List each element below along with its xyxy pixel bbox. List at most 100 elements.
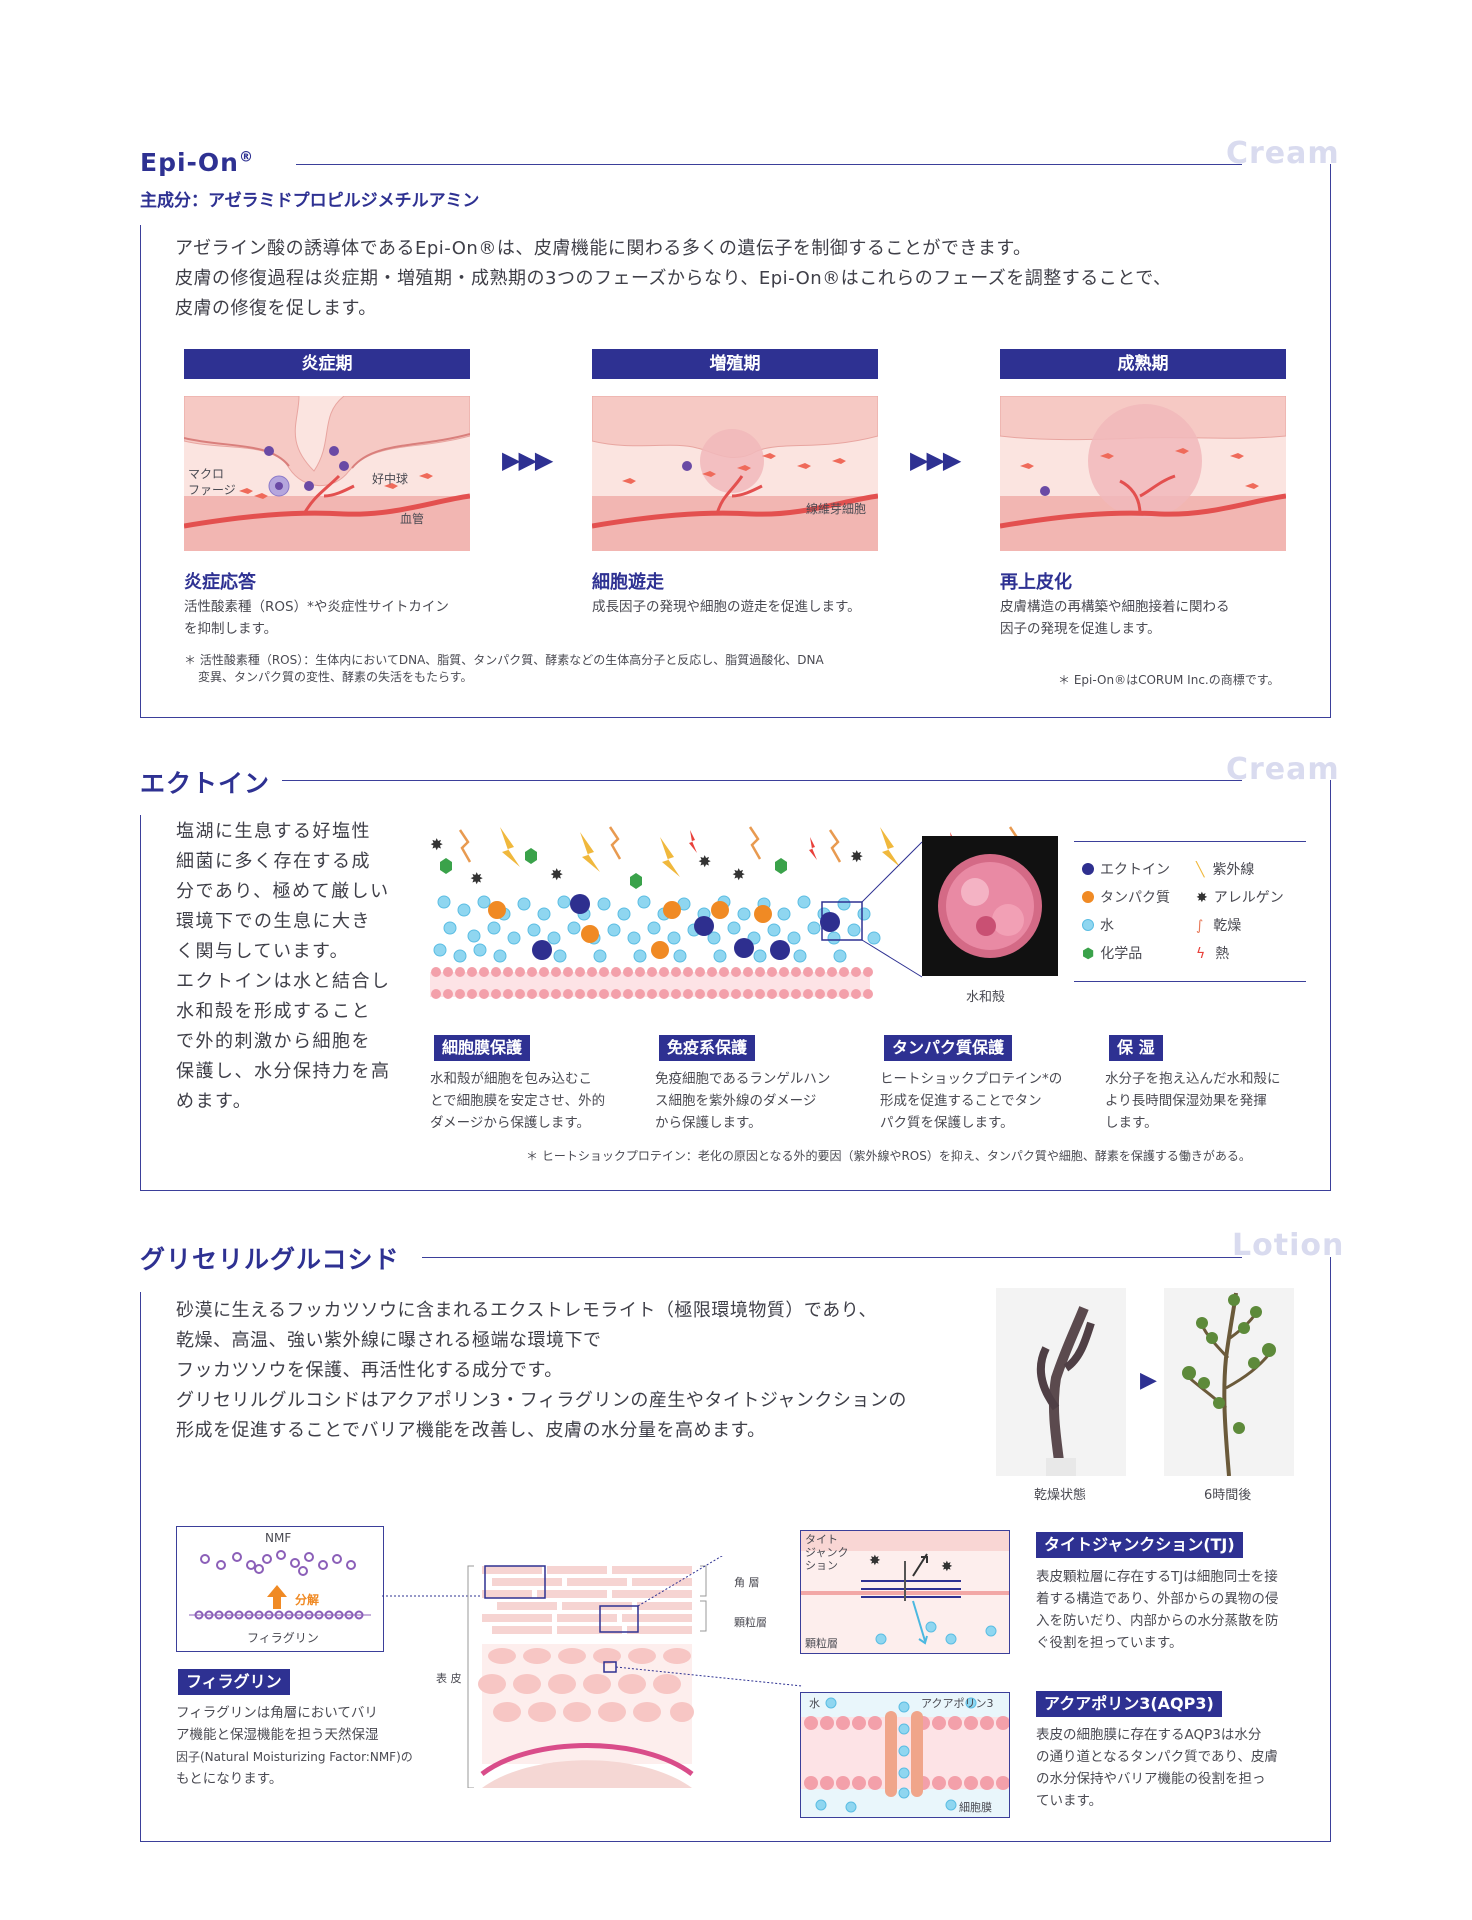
skin-illustration-proliferation — [592, 396, 878, 551]
nmf-box: NMF 分解 フィラグリン — [176, 1526, 384, 1652]
benefit-line: から保護します。 — [655, 1115, 762, 1131]
aqp-detail-diagram — [801, 1697, 1009, 1813]
benefit-desc-moisture: 水分子を抱え込んだ水和殻に より長時間保湿効果を発揮 します。 — [1105, 1068, 1320, 1134]
phase-desc-line: 因子の発現を促進します。 — [1000, 621, 1161, 637]
intro-line: 乾燥、高温、強い紫外線に曝される極端な環境下で — [176, 1330, 602, 1351]
intro-line: 環境下での生息に大き — [176, 911, 371, 932]
legend-label: 乾燥 — [1213, 918, 1242, 934]
photo-label-6h: 6時間後 — [1204, 1488, 1252, 1503]
footnote-line: ＊ 活性酸素種（ROS）：生体内においてDNA、脂質、タンパク質、酵素などの生体… — [184, 653, 824, 667]
nmf-arrow-label: 分解 — [295, 1593, 320, 1607]
benefit-desc-membrane: 水和殻が細胞を包み込むこ とで細胞膜を安定させ、外的 ダメージから保護します。 — [430, 1068, 640, 1134]
svg-text:✸: ✸ — [550, 865, 563, 884]
benefit-line: より長時間保湿効果を発揮 — [1105, 1093, 1267, 1109]
tag-immune-protection: 免疫系保護 — [659, 1035, 756, 1061]
section3-left-rule — [140, 1292, 141, 1841]
intro-line: 細菌に多く存在する成 — [176, 851, 371, 872]
tj-label: タイト ジャンク ション — [805, 1533, 848, 1572]
benefit-line: します。 — [1105, 1115, 1158, 1131]
benefit-line: ス細胞を紫外線のダメージ — [655, 1093, 817, 1109]
intro-line: グリセリルグルコシドはアクアポリン3・フィラグリンの産生やタイトジャンクションの — [176, 1390, 907, 1411]
section2-intro: 塩湖に生息する好塩性 細菌に多く存在する成 分であり、極めて厳しい 環境下での生… — [176, 817, 416, 1117]
tj-label-line: タイト — [805, 1533, 838, 1546]
legend-allergen: ✸アレルゲン — [1196, 888, 1284, 908]
legend-ectoin: エクトイン — [1082, 860, 1170, 880]
legend-dryness: ∫乾燥 — [1196, 916, 1241, 936]
section1-title-text: Epi-On — [140, 148, 239, 177]
registered-mark: ® — [238, 149, 254, 166]
section3-watermark: Lotion — [1232, 1228, 1345, 1263]
phase-arrow-2: ▶▶▶ — [910, 446, 961, 474]
aqp-protein-label: アクアポリン3 — [921, 1697, 994, 1710]
tj-desc: 表皮顆粒層に存在するTJは細胞同士を接 着する構造であり、外部からの異物の侵 入… — [1036, 1566, 1316, 1654]
section1-title: Epi-On® — [140, 148, 254, 177]
tag-aquaporin3: アクアポリン3(AQP3) — [1036, 1691, 1222, 1717]
filaggrin-label: フィラグリン — [247, 1631, 319, 1645]
section2-title: エクトイン — [140, 769, 271, 798]
section3-frame — [140, 1257, 1331, 1842]
legend-water: 水 — [1082, 916, 1114, 936]
intro-line: 水和殻を形成すること — [176, 1001, 371, 1022]
section3-top-rule — [422, 1257, 1242, 1258]
tag-moisture: 保 湿 — [1109, 1035, 1163, 1061]
intro-line: で外的刺激から細胞を — [176, 1031, 371, 1052]
plant-photo-dry — [996, 1288, 1126, 1476]
label-horny-layer: 角 層 — [734, 1576, 760, 1589]
aqp-line: ています。 — [1036, 1793, 1103, 1809]
intro-line: 皮膚の修復過程は炎症期・増殖期・成熟期の3つのフェーズからなり、Epi-On®は… — [175, 268, 1172, 289]
skin-illustration-maturation — [1000, 396, 1286, 551]
legend-top-rule — [1074, 841, 1306, 842]
phase-bar-maturation: 成熟期 — [1000, 349, 1286, 379]
legend-label: 水 — [1100, 918, 1114, 934]
label-macrophage: マクロ ファージ — [188, 466, 236, 498]
section1-footnote-trademark: ＊ Epi-On®はCORUM Inc.の商標です。 — [1058, 673, 1280, 687]
plant-arrow-icon: ▶ — [1140, 1368, 1157, 1393]
intro-line: 分であり、極めて厳しい — [176, 881, 390, 902]
ectoin-dot-icon — [1082, 863, 1094, 875]
svg-text:✸: ✸ — [698, 852, 711, 871]
benefit-line: 水和殻が細胞を包み込むこ — [430, 1071, 592, 1087]
legend-uv: ╲紫外線 — [1196, 860, 1254, 880]
filaggrin-line: ア機能と保湿機能を担う天然保湿 — [176, 1727, 379, 1743]
aqp-desc: 表皮の細胞膜に存在するAQP3は水分 の通り道となるタンパク質であり、皮膚 の水… — [1036, 1724, 1316, 1812]
benefit-line: ダメージから保護します。 — [430, 1115, 590, 1131]
protein-dot-icon — [1082, 891, 1094, 903]
legend-chemical: ⬢化学品 — [1082, 944, 1142, 964]
nmf-diagram — [189, 1550, 371, 1620]
svg-text:✸: ✸ — [470, 869, 483, 888]
section1-frame — [140, 164, 1331, 718]
svg-text:✸: ✸ — [941, 1559, 953, 1575]
benefit-desc-immune: 免疫細胞であるランゲルハン ス細胞を紫外線のダメージ から保護します。 — [655, 1068, 865, 1134]
svg-text:✸: ✸ — [869, 1553, 881, 1569]
phase-desc-maturation: 皮膚構造の再構築や細胞接着に関わる 因子の発現を促進します。 — [1000, 596, 1300, 640]
intro-line: 塩湖に生息する好塩性 — [176, 821, 371, 842]
filaggrin-line: もとになります。 — [176, 1771, 283, 1787]
phase-bar-proliferation: 増殖期 — [592, 349, 878, 379]
tag-tight-junction: タイトジャンクション(TJ) — [1036, 1532, 1243, 1558]
intro-line: フッカツソウを保護、再活性化する成分です。 — [176, 1360, 563, 1381]
legend-bottom-rule — [1074, 981, 1306, 982]
section2-left-rule — [140, 815, 141, 1190]
tag-protein-protection: タンパク質保護 — [884, 1035, 1013, 1061]
intro-line: 皮膚の修復を促します。 — [175, 298, 377, 319]
tj-label-line: ジャンク — [805, 1546, 849, 1559]
section2-footnote: ＊ ヒートショックプロテイン：老化の原因となる外的要因（紫外線やROS）を抑え、… — [526, 1149, 1251, 1163]
aqp-membrane-label: 細胞膜 — [959, 1801, 992, 1814]
phase-desc-line: 成長因子の発現や細胞の遊走を促進します。 — [592, 599, 861, 615]
label-vessel: 血管 — [400, 512, 425, 526]
filaggrin-desc: フィラグリンは角層においてバリ ア機能と保湿機能を担う天然保湿 因子(Natur… — [176, 1702, 416, 1790]
section3-title: グリセリルグルコシド — [140, 1245, 400, 1274]
photo-label-dry: 乾燥状態 — [1034, 1488, 1087, 1503]
intro-line: アゼライン酸の誘導体であるEpi-On®は、皮膚機能に関わる多くの遺伝子を制御す… — [175, 238, 1032, 259]
plant-photo-revived — [1164, 1288, 1294, 1476]
phase-desc-proliferation: 成長因子の発現や細胞の遊走を促進します。 — [592, 596, 892, 618]
section1-footnote-ros: ＊ 活性酸素種（ROS）：生体内においてDNA、脂質、タンパク質、酵素などの生体… — [184, 652, 904, 686]
label-neutrophil: 好中球 — [372, 472, 409, 486]
filaggrin-line: フィラグリンは角層においてバリ — [176, 1705, 378, 1721]
section1-left-rule — [140, 225, 141, 718]
tj-detail-box: ✸✸ タイト ジャンク ション 顆粒層 — [800, 1530, 1010, 1654]
tj-line: ぐ役割を担っています。 — [1036, 1635, 1183, 1651]
filaggrin-line: 因子(Natural Moisturizing Factor:NMF)の — [176, 1750, 413, 1764]
section1-intro: アゼライン酸の誘導体であるEpi-On®は、皮膚機能に関わる多くの遺伝子を制御す… — [175, 234, 1315, 324]
